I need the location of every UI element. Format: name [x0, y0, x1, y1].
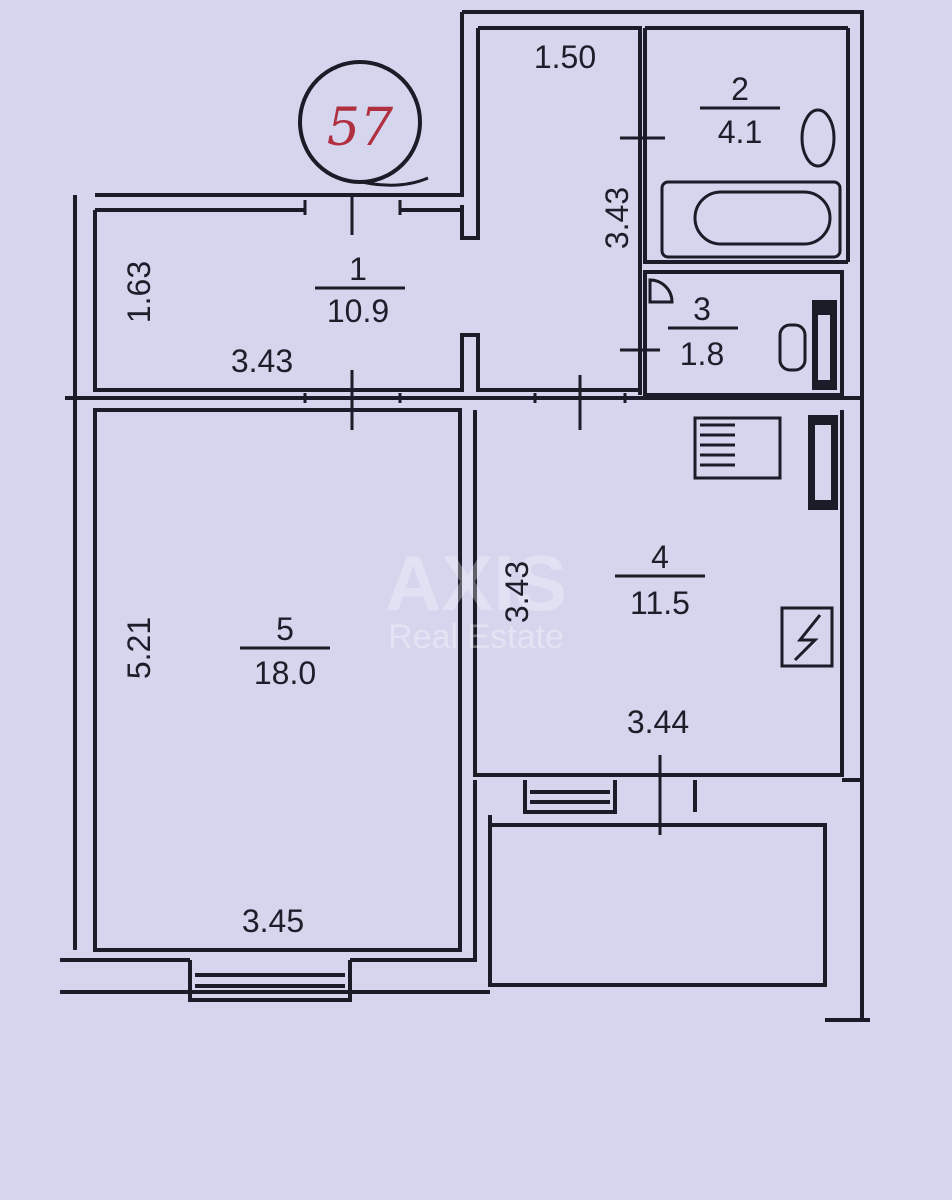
fixtures	[648, 108, 842, 668]
dim-bath-length: 3.43	[599, 187, 635, 249]
toilet-icon	[800, 108, 836, 168]
svg-text:18.0: 18.0	[254, 655, 316, 691]
svg-text:2: 2	[731, 71, 749, 107]
toilet-icon	[778, 323, 807, 372]
room-1-label: 1 10.9	[315, 251, 405, 329]
room-3-label: 3 1.8	[668, 291, 738, 372]
svg-text:1: 1	[349, 251, 367, 287]
stove-icon	[693, 416, 782, 480]
svg-text:1.8: 1.8	[680, 336, 724, 372]
svg-text:11.5: 11.5	[630, 585, 690, 621]
watermark-brand: AXIS	[385, 539, 567, 627]
watermark-tagline: Real Estate	[388, 618, 564, 656]
sink-icon	[648, 278, 674, 304]
dim-hall-height: 1.63	[121, 261, 157, 323]
svg-text:4.1: 4.1	[718, 114, 762, 150]
dim-living-height: 5.21	[121, 617, 157, 679]
dim-kitchen-width: 3.44	[627, 704, 689, 740]
svg-text:3: 3	[693, 291, 711, 327]
electric-panel-icon	[780, 606, 834, 668]
apartment-number: 57	[327, 98, 394, 158]
room-2-label: 2 4.1	[700, 71, 780, 150]
dim-corridor-width: 1.50	[534, 39, 596, 75]
bathtub-icon	[660, 180, 842, 259]
walls	[60, 10, 870, 1022]
svg-text:10.9: 10.9	[327, 293, 389, 329]
apartment-number-stamp: 57	[298, 60, 429, 187]
room-5-label: 5 18.0	[240, 611, 330, 691]
dim-living-width: 3.45	[242, 903, 304, 939]
svg-text:4: 4	[651, 539, 669, 575]
svg-text:5: 5	[276, 611, 294, 647]
dim-hall-width: 3.43	[231, 343, 293, 379]
dim-kitchen-height: 3.43	[499, 561, 535, 623]
room-4-label: 4 11.5	[615, 539, 705, 621]
